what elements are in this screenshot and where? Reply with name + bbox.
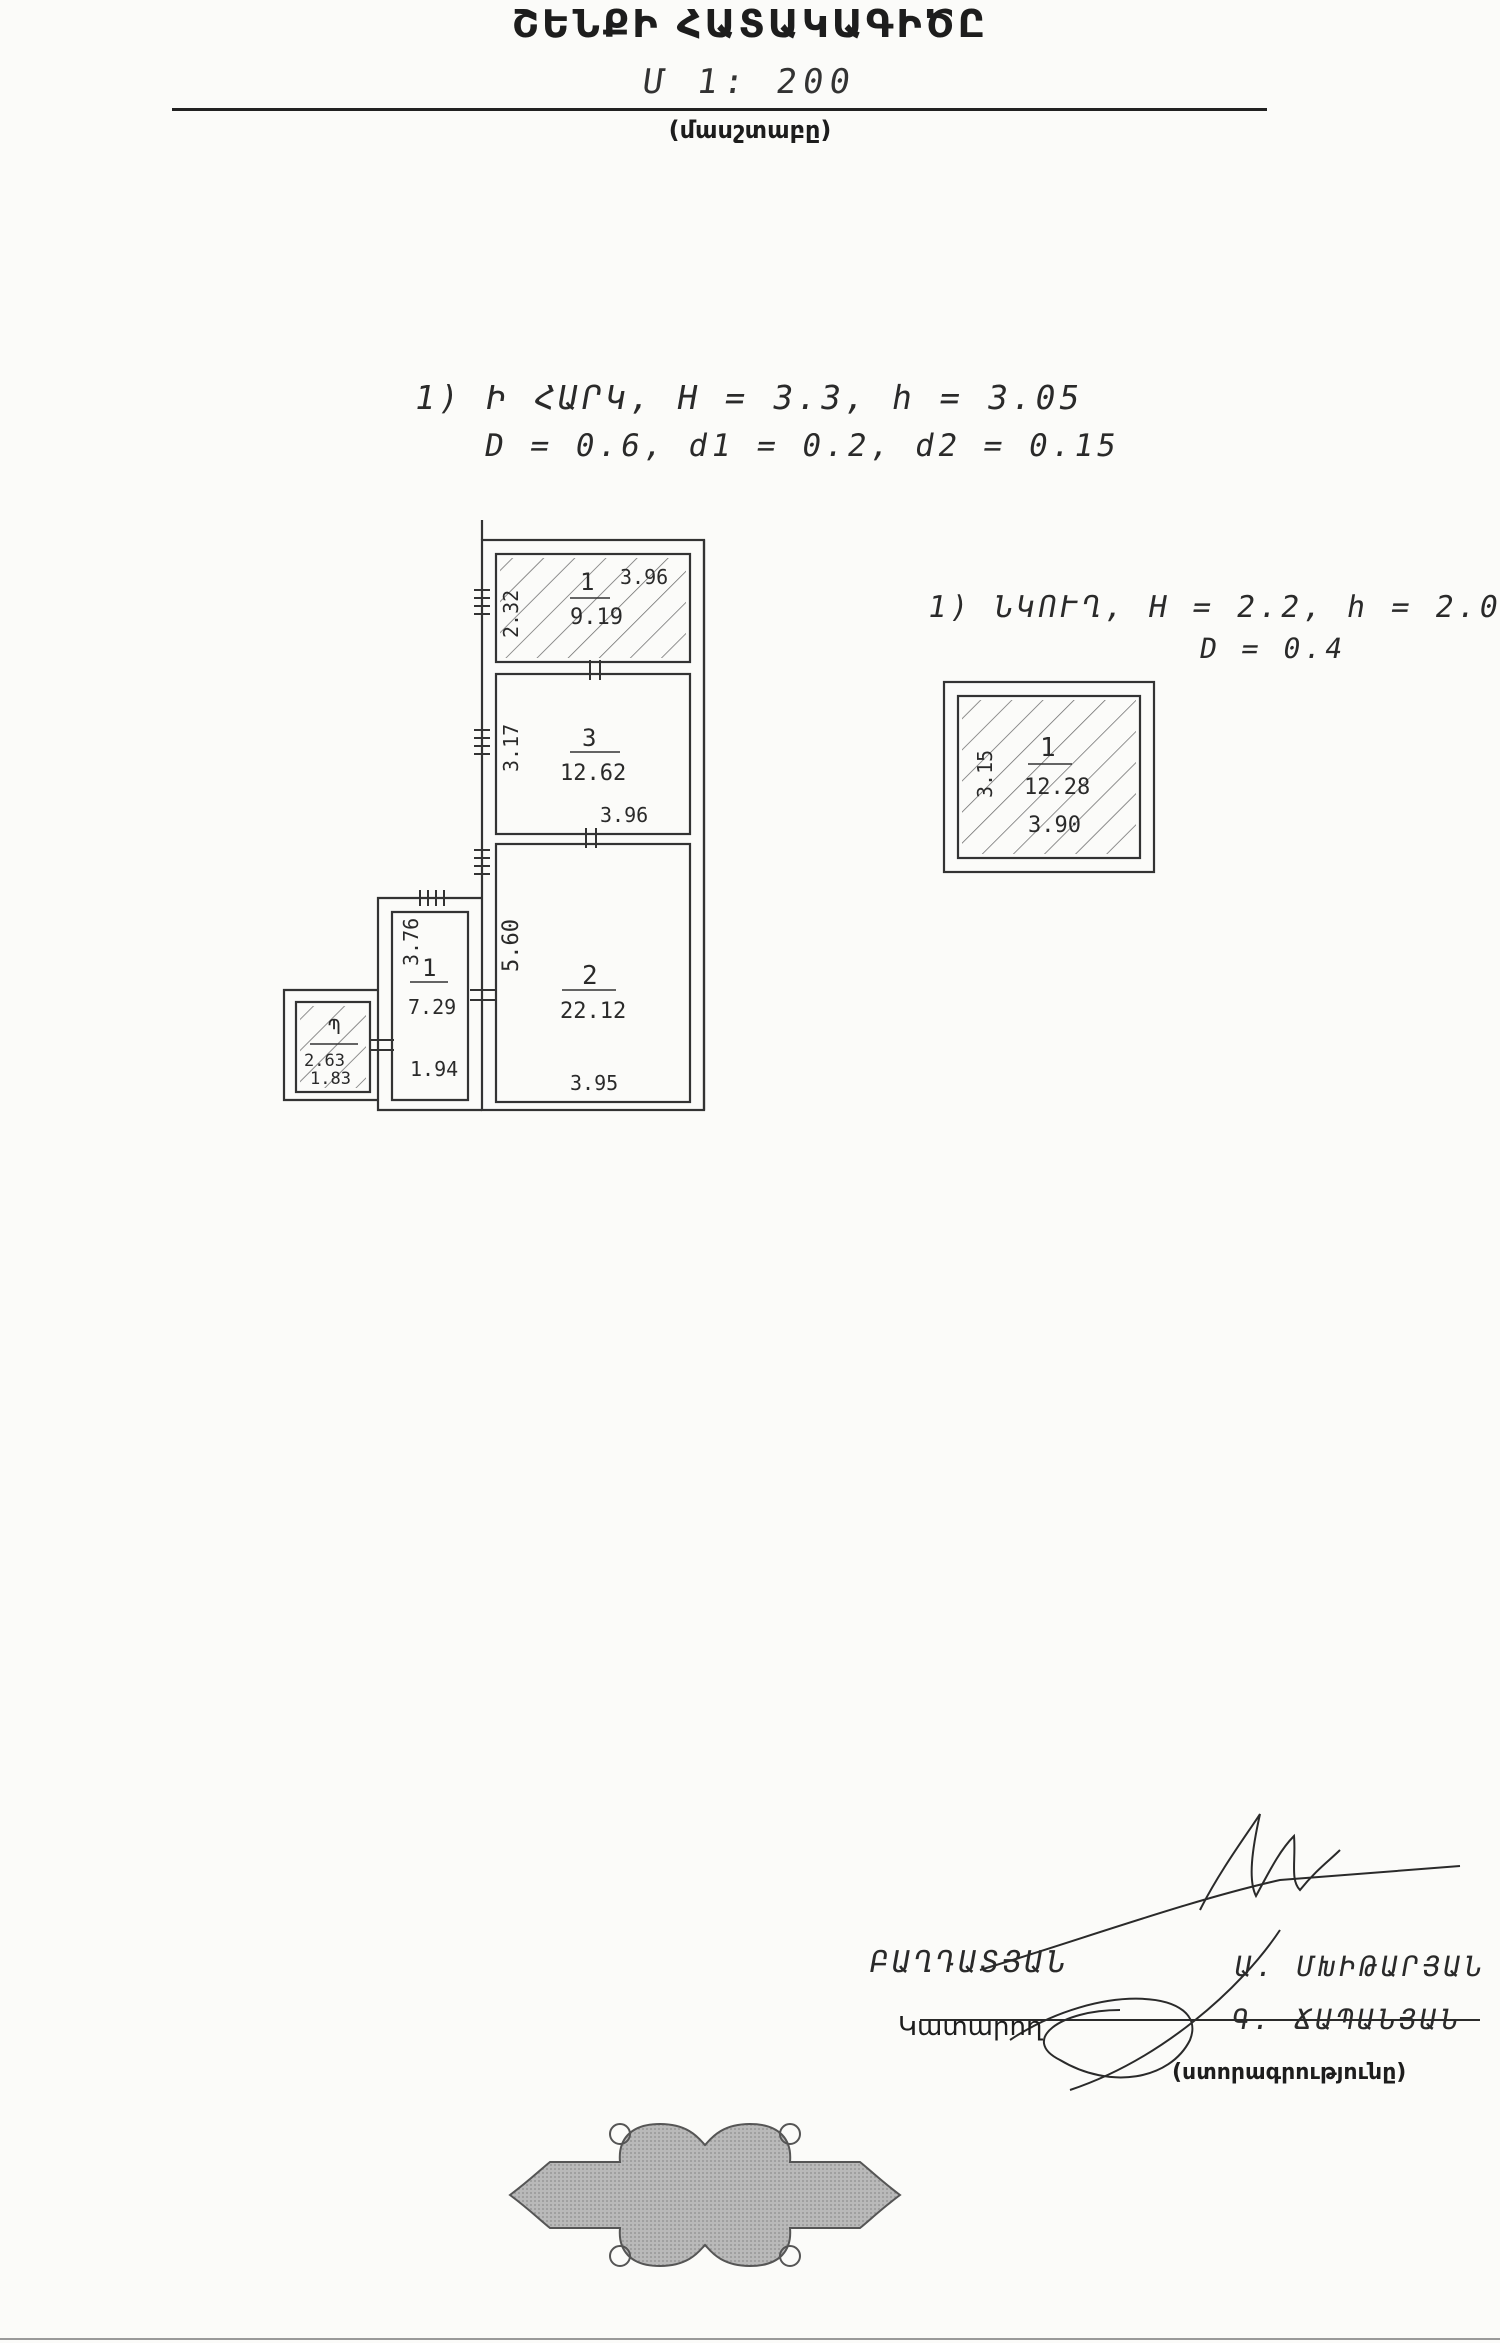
room-number: 1 (580, 568, 594, 596)
room-width: 3.96 (620, 565, 668, 589)
decorative-cartouche-icon (508, 2122, 902, 2268)
hatched-storage (300, 1006, 366, 1088)
signature-right-name: Ա. ՄԽԻԹԱՐՅԱՆ (1232, 1950, 1489, 1983)
room-area: 12.28 (1024, 775, 1090, 800)
room-width: 1.94 (410, 1057, 458, 1081)
handwritten-signature-icon (920, 1813, 1480, 2091)
room-height: 2.32 (499, 590, 523, 638)
bottom-edge (0, 2338, 1500, 2340)
room-width: 3.95 (570, 1071, 618, 1095)
floor-plan-drawing: 1 9.19 3.96 2.32 3 12.62 3.96 3.17 2 22.… (282, 520, 706, 1112)
room-height: 3.17 (499, 724, 523, 772)
floor-plan-label-line1: 1) Ի ՀԱՐԿ, H = 3.3, h = 3.05 (411, 378, 1087, 417)
executor-role: Կատարող (898, 2012, 1043, 2042)
signature-caption: (ստորագրությունը) (1172, 2060, 1407, 2085)
hatched-room (500, 558, 686, 658)
page-title: ՇԵՆՔԻ ՀԱՏԱԿԱԳԻԾԸ (512, 2, 988, 46)
basement-label-line1: 1) ՆԿՈՒՂ, H = 2.2, h = 2.0 (924, 590, 1500, 625)
floor-plan-label-line2: D = 0.6, d1 = 0.2, d2 = 0.15 (481, 428, 1123, 464)
room-area: 22.12 (560, 999, 626, 1024)
room-width: 1.83 (310, 1069, 351, 1089)
room-height: 3.15 (973, 750, 997, 798)
signature-left-name: ԲԱՂԴԱՏՅԱՆ (866, 1945, 1072, 1980)
executor-name: Գ. ՃԱՊԱՆՅԱՆ (1229, 2003, 1465, 2036)
room-height: 5.60 (499, 919, 524, 972)
basement-plan-drawing: 1 12.28 3.90 3.15 (942, 680, 1156, 874)
room-width: 3.90 (1028, 813, 1081, 838)
room-area: 12.62 (560, 761, 626, 786)
room-number: 1 (1040, 733, 1056, 763)
room-number: 2 (582, 961, 598, 991)
scale-value: Մ 1: 200 (641, 62, 859, 102)
room-area: 2.63 (304, 1051, 345, 1071)
room-number: 1 (422, 954, 436, 982)
basement-label-line2: D = 0.4 (1197, 632, 1349, 665)
room-height: 3.76 (399, 918, 423, 966)
room-width: 3.96 (600, 803, 648, 827)
room-number: Պ (328, 1015, 340, 1039)
room-area: 7.29 (408, 995, 456, 1019)
room-number: 3 (582, 724, 596, 752)
scale-caption: (մասշտաբը) (668, 116, 832, 144)
room-area: 9.19 (570, 605, 623, 630)
header-divider (172, 108, 1267, 111)
signature-drawing (920, 1813, 1480, 2091)
